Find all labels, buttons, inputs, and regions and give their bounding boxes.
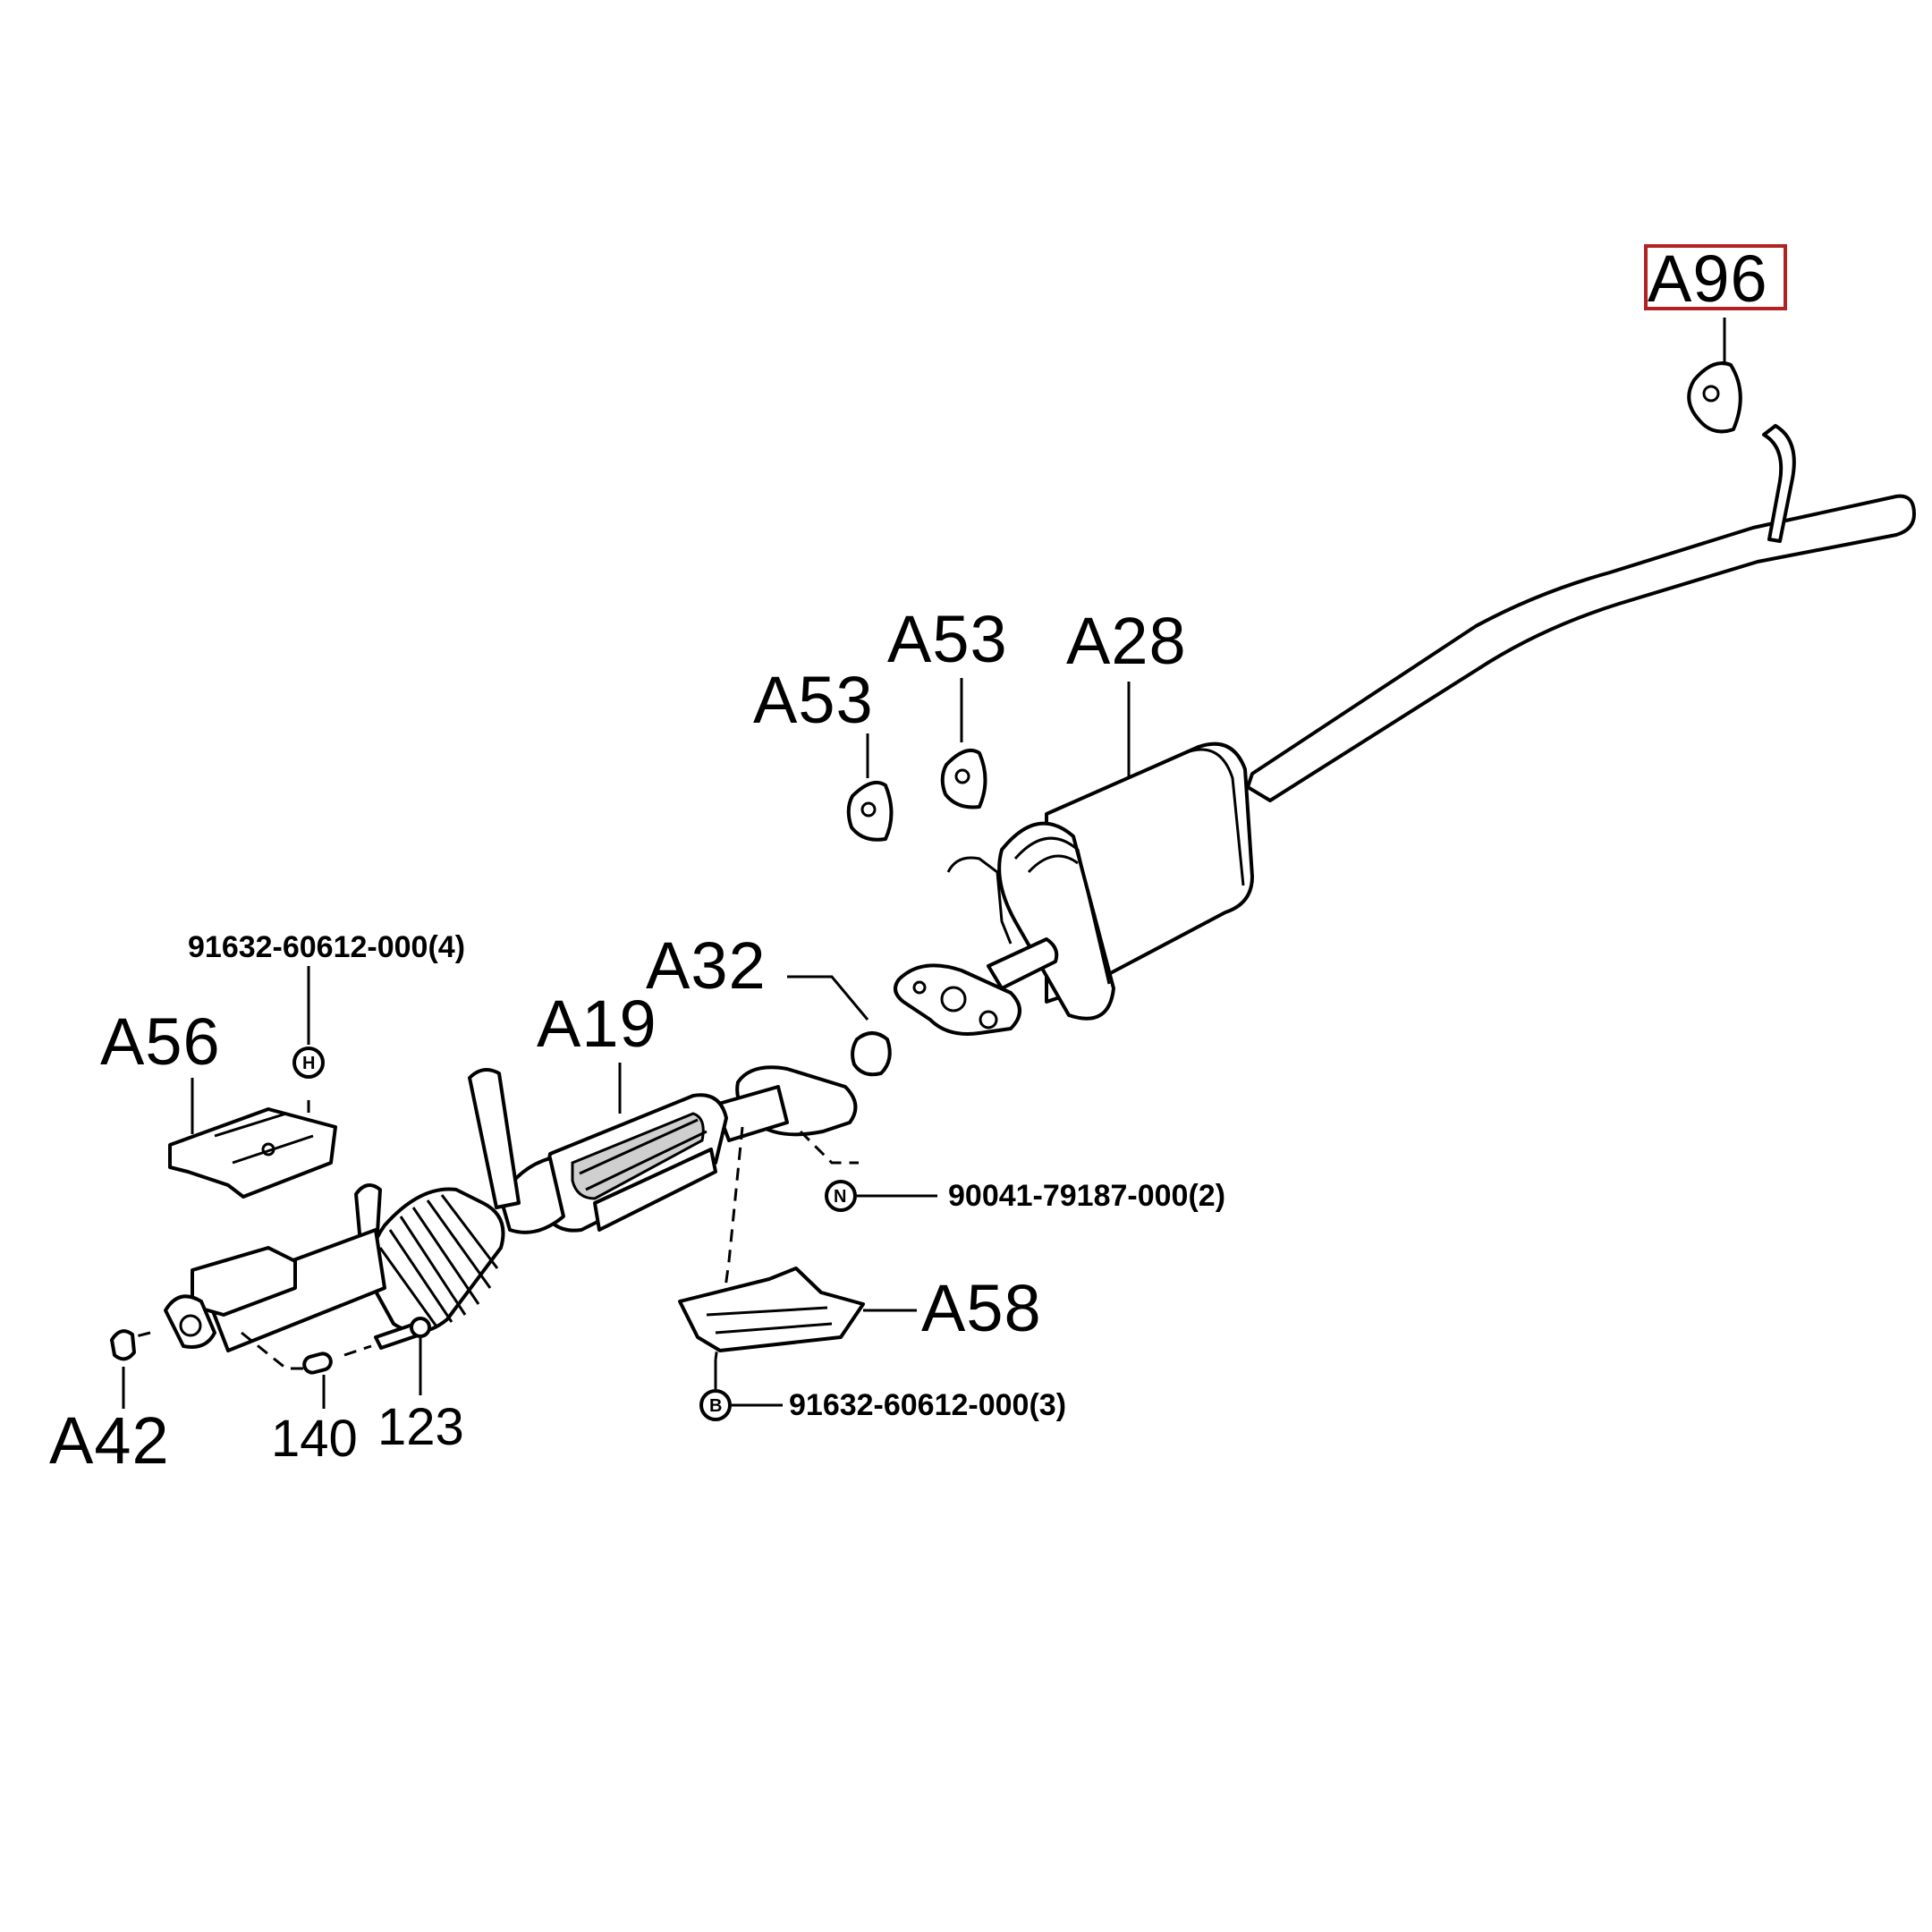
label-a56: A56: [100, 1004, 221, 1079]
gasket-a32: [851, 1031, 892, 1077]
label-a28: A28: [1066, 604, 1187, 678]
flange-hole-1: [940, 986, 967, 1013]
muffler-front: [997, 821, 1115, 1021]
label-a42: A42: [49, 1403, 170, 1478]
fastener-mid[interactable]: N 90041-79187-000(2): [825, 1179, 1225, 1213]
fastener-top-letter: H: [302, 1054, 315, 1073]
nut-a42: [110, 1329, 136, 1361]
part-a56[interactable]: A56: [100, 1004, 337, 1199]
label-a32: A32: [646, 928, 767, 1003]
part-a42[interactable]: A42: [49, 1329, 170, 1478]
bolt-123-head: [410, 1317, 431, 1338]
heat-shield-a58: [678, 1267, 865, 1352]
a19-front-flange-hole: [179, 1314, 202, 1337]
hanger-a53-left: [846, 781, 894, 842]
label-pn-bottom: 91632-60612-000(3): [789, 1388, 1066, 1422]
tailpipe: [1246, 424, 1916, 802]
a19-front-flange: [164, 1294, 216, 1349]
bracket-wire: [946, 856, 1013, 945]
bracket-a56-hole: [261, 1142, 275, 1157]
label-a58: A58: [921, 1271, 1042, 1345]
hanger-a96: [1687, 361, 1742, 434]
bracket-a56: [168, 1107, 337, 1199]
a19-vertical-pipe: [468, 1068, 521, 1209]
flange-hole-2: [979, 1010, 998, 1030]
label-pn-mid: 90041-79187-000(2): [948, 1179, 1225, 1213]
highlight-box-a96: [1644, 244, 1787, 310]
part-123[interactable]: 123: [374, 1317, 464, 1456]
part-140[interactable]: 140: [271, 1352, 358, 1468]
label-a53-left: A53: [753, 663, 874, 737]
fastener-mid-letter: N: [834, 1187, 846, 1207]
leader-a32: [787, 975, 869, 1021]
part-a53-left[interactable]: A53: [753, 663, 894, 842]
converter-heat-shield: [571, 1112, 705, 1200]
part-a32[interactable]: A32: [646, 928, 892, 1077]
label-a19: A19: [537, 987, 657, 1061]
fastener-bottom-letter: B: [709, 1396, 722, 1416]
fastener-bottom-icon: [699, 1389, 732, 1421]
hanger-a53-right: [940, 749, 987, 809]
part-a19[interactable]: A19: [164, 987, 858, 1352]
part-a53-right[interactable]: A53: [887, 602, 1008, 809]
part-a96[interactable]: A96: [1644, 242, 1787, 434]
label-a96: A96: [1648, 242, 1768, 316]
fastener-top-icon: [292, 1046, 325, 1079]
label-pn-top: 91632-60612-000(4): [188, 930, 465, 964]
part-a28[interactable]: A28: [894, 604, 1254, 1036]
label-123: 123: [377, 1398, 464, 1456]
fastener-bottom[interactable]: B 91632-60612-000(3): [699, 1360, 1066, 1422]
hanger-hole-a96: [1702, 385, 1720, 402]
label-140: 140: [271, 1410, 358, 1468]
hanger-hole-a53-left: [860, 801, 877, 818]
inlet-flange: [894, 963, 1021, 1036]
part-a58[interactable]: A58: [678, 1267, 1042, 1352]
label-a53-right: A53: [887, 602, 1008, 676]
inlet-pipe: [987, 937, 1059, 990]
gasket-140: [302, 1352, 333, 1375]
a19-front-pipe: [204, 1228, 386, 1352]
fastener-mid-icon: [825, 1180, 857, 1212]
flange-hole-3: [912, 980, 927, 995]
fastener-top[interactable]: 91632-60612-000(4) H: [188, 930, 465, 1079]
hanger-hole-a53-right: [954, 768, 970, 784]
